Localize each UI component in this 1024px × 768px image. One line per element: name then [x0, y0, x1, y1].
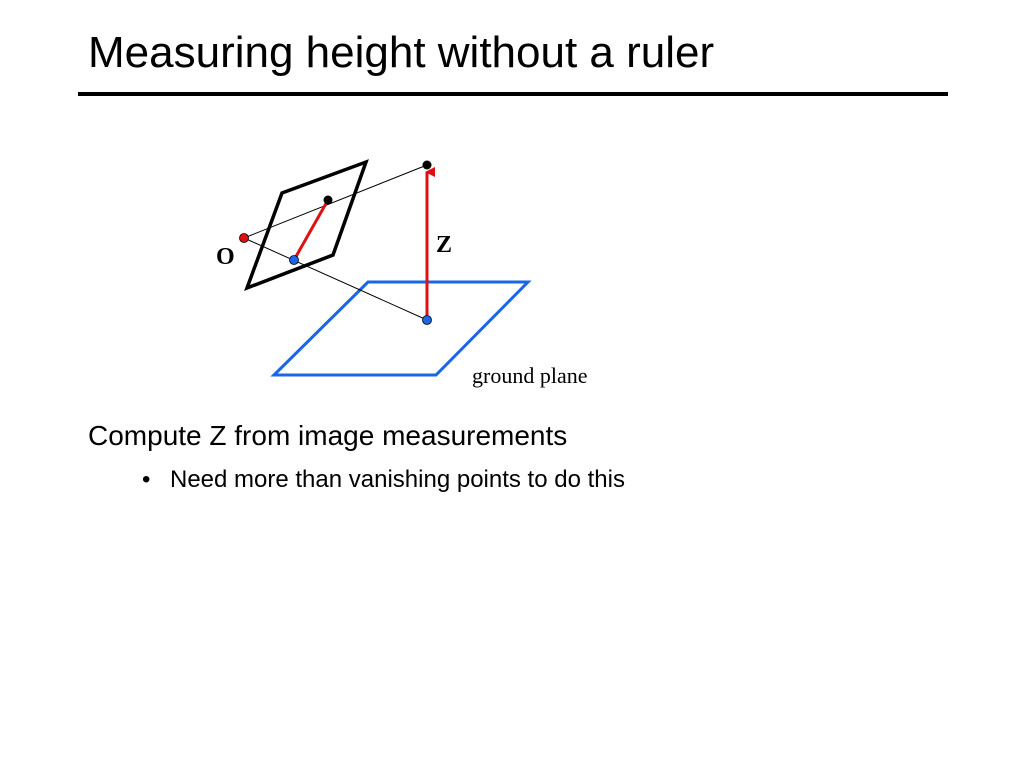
- ground-plane-label: ground plane: [472, 363, 587, 388]
- bullet-marker: •: [142, 466, 151, 493]
- camera-center-label: O: [216, 244, 235, 270]
- body-text: Compute Z from image measurements: [88, 420, 568, 451]
- projection-ray-top: [243, 164, 428, 239]
- bullet-item: • Need more than vanishing points to do t…: [142, 466, 625, 494]
- ground-plane-shape: [270, 280, 532, 377]
- image-height-segment: [292, 199, 330, 261]
- image-base-point: [289, 255, 299, 265]
- projection-ray-bottom: [243, 237, 428, 321]
- bullet-text: Need more than vanishing points to do th…: [170, 466, 625, 493]
- title-underline: [78, 92, 948, 96]
- object-base-point: [422, 315, 432, 325]
- height-z-label: Z: [436, 232, 452, 258]
- slide-title: Measuring height without a ruler: [88, 28, 715, 77]
- camera-center-point: [239, 233, 249, 243]
- image-plane-shape: [244, 159, 369, 292]
- image-top-point: [323, 195, 333, 205]
- object-top-point: [422, 160, 432, 170]
